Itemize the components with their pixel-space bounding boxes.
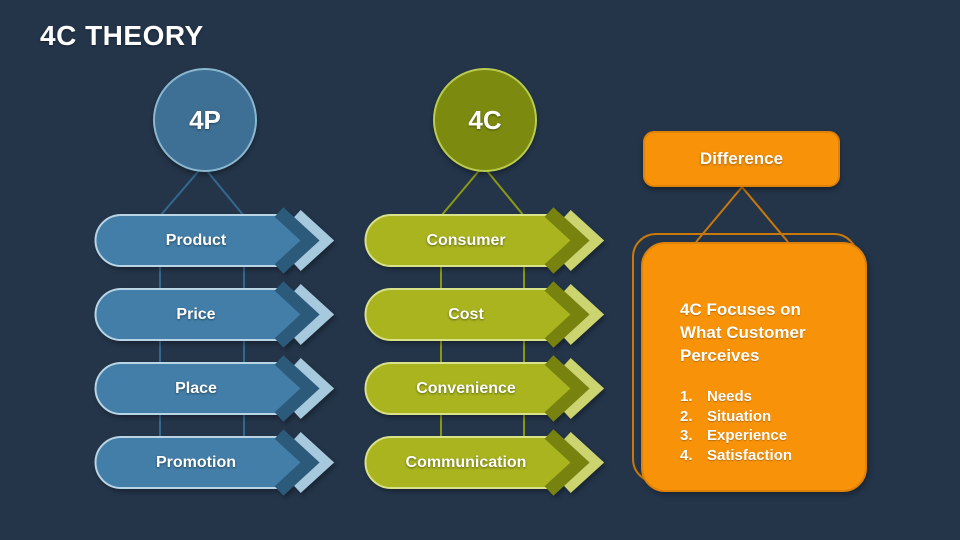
circle-4c: 4C <box>433 68 537 172</box>
arrow-shape <box>364 429 605 496</box>
arrow-price-label: Price <box>176 305 216 323</box>
list-item-number: 3. <box>680 427 693 444</box>
arrow-shape <box>94 281 335 348</box>
arrow-shape <box>364 207 605 274</box>
difference-header-label: Difference <box>699 149 784 168</box>
list-item-label: Experience <box>707 427 788 444</box>
arrow-cost-label: Cost <box>448 305 484 323</box>
arrow-shape <box>94 355 335 422</box>
detail-heading: 4C Focuses on What Customer Perceives <box>680 300 806 365</box>
arrow-cost: Cost <box>364 281 615 348</box>
arrow-communication: Communication <box>364 429 615 496</box>
arrow-shape <box>364 355 605 422</box>
list-item: 3. Experience <box>680 426 839 446</box>
difference-header-box: Difference <box>643 131 840 187</box>
list-item-number: 1. <box>680 388 693 405</box>
list-item-label: Satisfaction <box>707 446 793 464</box>
list-item: 4. Satisfaction <box>680 446 839 466</box>
page-title: 4C THEORY <box>40 20 204 51</box>
list-item-label: Situation <box>707 407 772 425</box>
circle-4p: 4P <box>153 68 257 172</box>
arrow-consumer: Consumer <box>364 207 615 274</box>
arrow-communication-label: Communication <box>405 453 527 471</box>
list-item-label: Needs <box>707 388 753 405</box>
arrow-convenience: Convenience <box>364 355 615 422</box>
arrow-price: Price <box>94 281 345 348</box>
arrow-product-label: Product <box>165 231 227 249</box>
arrow-shape <box>94 429 335 496</box>
circle-4p-label: 4P <box>189 104 221 135</box>
arrow-consumer-label: Consumer <box>426 231 506 249</box>
arrow-convenience-label: Convenience <box>416 379 516 397</box>
arrow-place: Place <box>94 355 345 422</box>
list-item-number: 2. <box>680 407 693 425</box>
arrow-shape <box>364 281 605 348</box>
list-item: 1. Needs <box>680 387 839 407</box>
arrow-promotion: Promotion <box>94 429 345 496</box>
arrow-promotion-label: Promotion <box>156 453 236 471</box>
arrow-shape <box>94 207 335 274</box>
circle-4c-label: 4C <box>468 104 502 135</box>
list-item-number: 4. <box>680 446 693 464</box>
detail-list: 1. Needs 2. Situation 3. Experience 4. S… <box>680 387 839 465</box>
detail-box: 4C Focuses on What Customer Perceives 1.… <box>641 242 867 492</box>
arrow-product: Product <box>94 207 345 274</box>
list-item: 2. Situation <box>680 407 839 427</box>
arrow-place-label: Place <box>175 379 217 397</box>
